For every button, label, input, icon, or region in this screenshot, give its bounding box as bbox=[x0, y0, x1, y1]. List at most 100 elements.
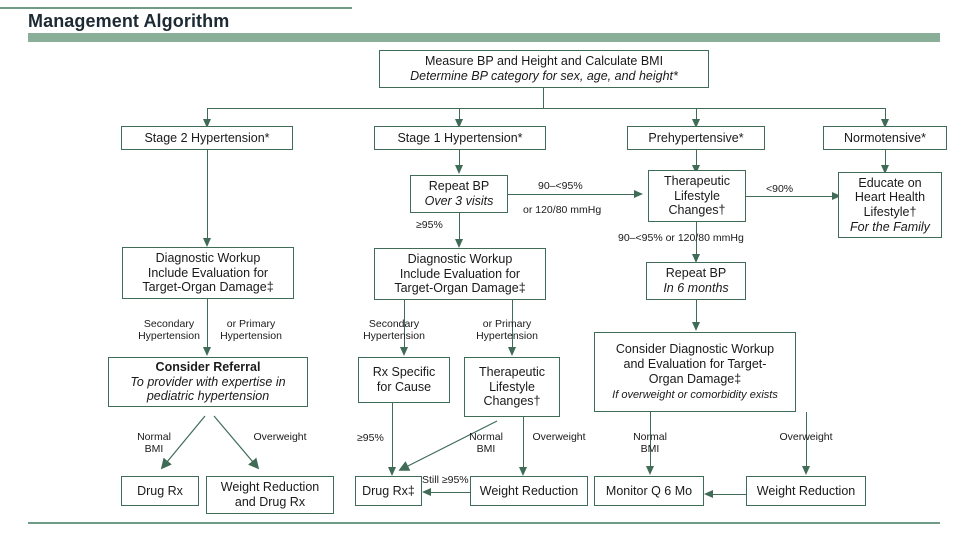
header-top-rule bbox=[0, 7, 352, 9]
footer-rule bbox=[28, 522, 940, 524]
edge-label-overweight-mid: Overweight bbox=[532, 431, 586, 443]
arrowhead-normo bbox=[880, 119, 889, 128]
node-consider-referral[interactable]: Consider Referral To provider with exper… bbox=[108, 357, 308, 407]
arrowhead-stage2-to-dx bbox=[202, 238, 211, 247]
node-normotensive[interactable]: Normotensive* bbox=[823, 126, 947, 150]
node-consider-diagnostic-workup-title: Consider Diagnostic Workup and Evaluatio… bbox=[615, 342, 775, 386]
connector-measure-stem bbox=[543, 88, 544, 108]
connector-weightmid-to-drugrx bbox=[431, 492, 470, 493]
node-consider-diagnostic-workup-subtitle: If overweight or comorbidity exists bbox=[612, 388, 778, 401]
arrowhead-normo-to-educate bbox=[880, 165, 889, 174]
node-weight-reduction-mid-title: Weight Reduction bbox=[479, 483, 579, 498]
edge-label-lt-90: <90% bbox=[766, 183, 794, 195]
node-tlc-mid[interactable]: Therapeutic Lifestyle Changes† bbox=[464, 357, 560, 417]
node-tlc-top[interactable]: Therapeutic Lifestyle Changes† bbox=[648, 170, 746, 222]
arrowhead-dxmid-to-rxspecific bbox=[399, 347, 408, 356]
node-tlc-top-title: Therapeutic Lifestyle Changes† bbox=[663, 173, 730, 218]
header-accent-bar bbox=[28, 33, 940, 42]
arrowhead-repeatbp-to-tlc bbox=[634, 189, 643, 198]
arrowhead-prehtn-to-tlc bbox=[691, 165, 700, 174]
node-consider-referral-title: Consider Referral bbox=[155, 359, 261, 374]
connector-tlcmid-to-weightmid bbox=[523, 417, 524, 467]
connector-drop-stage2 bbox=[207, 108, 208, 120]
edge-label-primary-mid: or Primary Hypertension bbox=[476, 318, 538, 343]
node-monitor-q6mo-title: Monitor Q 6 Mo bbox=[605, 483, 693, 498]
node-weight-reduction-and-drug-rx-title: Weight Reduction and Drug Rx bbox=[220, 480, 320, 509]
node-monitor-q6mo[interactable]: Monitor Q 6 Mo bbox=[594, 476, 704, 506]
arrowhead-stage1 bbox=[454, 119, 463, 128]
edge-label-90-95: 90–<95% bbox=[538, 180, 583, 192]
node-repeat-bp-6-months-title: Repeat BP bbox=[665, 266, 727, 281]
node-consider-referral-subtitle: To provider with expertise in pediatric … bbox=[130, 374, 286, 404]
arrowhead-dxmid-to-tlcmid bbox=[507, 347, 516, 356]
arrowhead-considerdx-to-monitor bbox=[645, 466, 654, 475]
connector-tlc-to-repeat6mo bbox=[696, 222, 697, 254]
connector-dxmid-to-rxspecific bbox=[404, 300, 405, 347]
arrowhead-prehtn bbox=[691, 119, 700, 128]
node-measure-bp-subtitle: Determine BP category for sex, age, and … bbox=[410, 69, 678, 83]
arrowhead-dxleft-to-referral bbox=[202, 347, 211, 356]
node-weight-reduction-and-drug-rx[interactable]: Weight Reduction and Drug Rx bbox=[206, 476, 334, 514]
edge-label-overweight-left: Overweight bbox=[253, 431, 307, 443]
node-diagnostic-workup-left[interactable]: Diagnostic Workup Include Evaluation for… bbox=[122, 247, 294, 299]
edge-label-normal-bmi-mid: Normal BMI bbox=[469, 431, 503, 456]
connector-repeat6mo-to-considerdx bbox=[696, 300, 697, 322]
node-drug-rx-left[interactable]: Drug Rx bbox=[121, 476, 199, 506]
arrowhead-tlc-to-educate bbox=[832, 191, 841, 200]
connector-tlc-to-educate bbox=[746, 196, 832, 197]
connector-drop-stage1 bbox=[459, 108, 460, 120]
arrowhead-tlc-to-repeat6mo bbox=[691, 254, 700, 263]
connector-considerdx-to-monitor bbox=[650, 412, 651, 466]
edge-label-secondary-left: Secondary Hypertension bbox=[138, 318, 200, 343]
node-rx-specific-for-cause-title: Rx Specific for Cause bbox=[372, 365, 436, 394]
connector-prehtn-to-tlc bbox=[696, 150, 697, 165]
edge-label-overweight-right: Overweight bbox=[779, 431, 833, 443]
node-educate-heart-health[interactable]: Educate on Heart Health Lifestyle† For t… bbox=[838, 172, 942, 238]
node-repeat-bp-visits-subtitle: Over 3 visits bbox=[424, 194, 494, 208]
node-consider-diagnostic-workup[interactable]: Consider Diagnostic Workup and Evaluatio… bbox=[594, 332, 796, 412]
connector-normo-to-educate bbox=[885, 150, 886, 165]
connector-rxspecific-to-drugrx bbox=[392, 403, 393, 467]
node-repeat-bp-visits[interactable]: Repeat BP Over 3 visits bbox=[410, 175, 508, 213]
node-educate-heart-health-title: Educate on Heart Health Lifestyle† bbox=[854, 175, 926, 220]
connector-distribution-bus bbox=[207, 108, 885, 109]
connector-repeatbp-to-tlc bbox=[508, 194, 634, 195]
node-repeat-bp-6-months[interactable]: Repeat BP In 6 months bbox=[646, 262, 746, 300]
page-title: Management Algorithm bbox=[28, 11, 230, 31]
connector-drop-prehtn bbox=[696, 108, 697, 120]
node-educate-heart-health-subtitle: For the Family bbox=[850, 219, 930, 234]
node-measure-bp-title: Measure BP and Height and Calculate BMI bbox=[424, 54, 664, 69]
arrowhead-tlcmid-to-weightmid bbox=[518, 467, 527, 476]
node-stage-1-hypertension-title: Stage 1 Hypertension* bbox=[397, 130, 523, 145]
edge-label-normal-bmi-left: Normal BMI bbox=[137, 431, 171, 456]
arrowhead-weightmid-to-drugrx bbox=[422, 487, 431, 496]
node-repeat-bp-6-months-subtitle: In 6 months bbox=[663, 281, 729, 295]
arrowhead-repeat6mo-to-considerdx bbox=[691, 322, 700, 331]
node-prehypertensive-title: Prehypertensive* bbox=[648, 130, 744, 145]
node-drug-rx-mid[interactable]: Drug Rx‡ bbox=[355, 476, 422, 506]
connector-weightright-to-monitor bbox=[713, 494, 746, 495]
arrowhead-considerdx-to-weightright bbox=[801, 466, 810, 475]
edge-label-ge95-mid: ≥95% bbox=[416, 219, 443, 231]
connector-dxmid-to-tlcmid bbox=[512, 300, 513, 347]
node-rx-specific-for-cause[interactable]: Rx Specific for Cause bbox=[358, 357, 450, 403]
node-diagnostic-workup-mid[interactable]: Diagnostic Workup Include Evaluation for… bbox=[374, 248, 546, 300]
arrowhead-rxspecific-to-drugrx bbox=[387, 467, 396, 476]
node-prehypertensive[interactable]: Prehypertensive* bbox=[627, 126, 765, 150]
node-tlc-mid-title: Therapeutic Lifestyle Changes† bbox=[478, 364, 545, 409]
arrowhead-stage2 bbox=[202, 119, 211, 128]
node-stage-1-hypertension[interactable]: Stage 1 Hypertension* bbox=[374, 126, 546, 150]
edge-label-still-ge95: Still ≥95% bbox=[422, 474, 469, 486]
edge-label-ge95-left-branch: ≥95% bbox=[357, 432, 384, 444]
node-measure-bp[interactable]: Measure BP and Height and Calculate BMI … bbox=[379, 50, 709, 88]
connector-dxleft-to-referral bbox=[207, 299, 208, 347]
connector-considerdx-to-weightright bbox=[806, 412, 807, 466]
node-stage-2-hypertension-title: Stage 2 Hypertension* bbox=[144, 130, 270, 145]
edge-label-primary-left: or Primary Hypertension bbox=[220, 318, 282, 343]
node-drug-rx-left-title: Drug Rx bbox=[137, 483, 183, 498]
node-weight-reduction-mid[interactable]: Weight Reduction bbox=[470, 476, 588, 506]
arrowhead-repeatbp-to-dxmid bbox=[454, 239, 463, 248]
node-weight-reduction-right[interactable]: Weight Reduction bbox=[746, 476, 866, 506]
node-stage-2-hypertension[interactable]: Stage 2 Hypertension* bbox=[121, 126, 293, 150]
